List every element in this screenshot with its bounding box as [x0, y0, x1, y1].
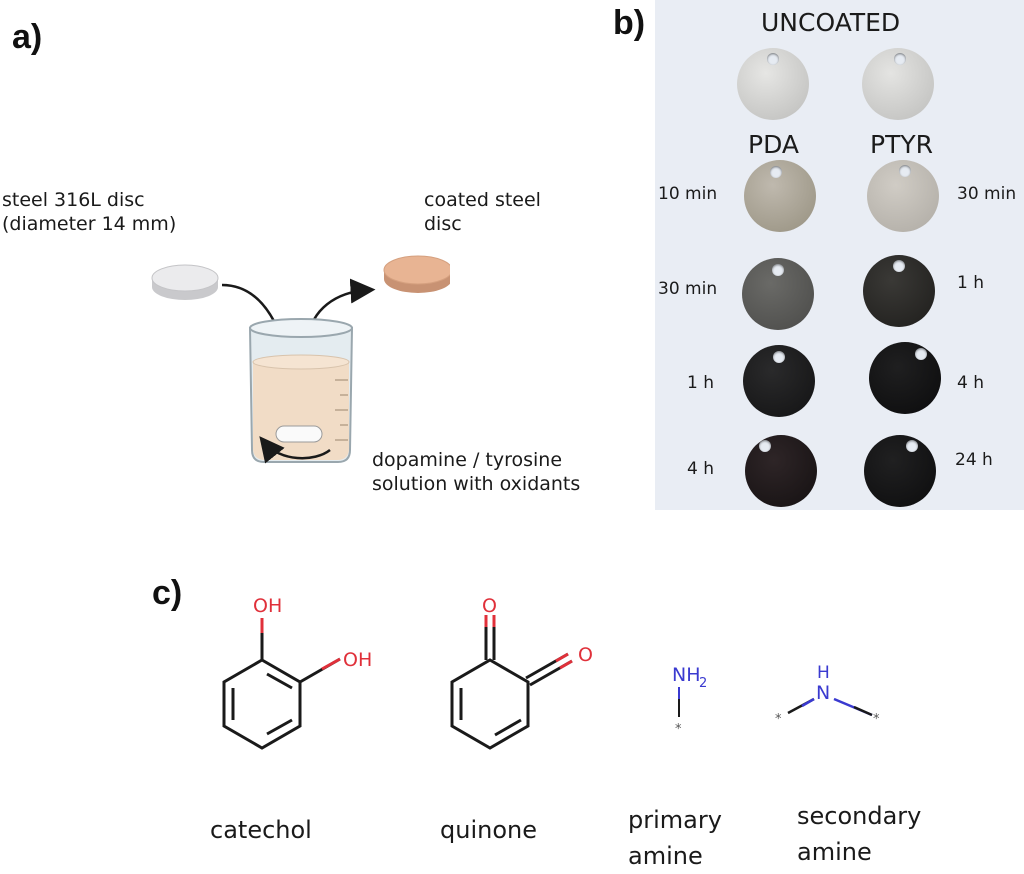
- primary-amine-nh: NH: [672, 664, 701, 686]
- ptyr-disc-30min: [867, 160, 939, 232]
- steel-disc-label-line2: (diameter 14 mm): [2, 213, 177, 235]
- ptyr-time-label: 4 h: [957, 373, 984, 393]
- steel-disc-label-line1: steel 316L disc: [2, 189, 145, 211]
- pda-disc-1h: [743, 345, 815, 417]
- stir-bar-icon: [275, 425, 323, 443]
- secondary-amine-star-right: *: [873, 712, 880, 727]
- pda-time-label: 4 h: [687, 459, 714, 479]
- uncoated-header: UNCOATED: [761, 8, 901, 37]
- quinone-o-top: O: [482, 595, 497, 617]
- catechol-structure: OH OH: [222, 595, 372, 750]
- secondary-amine-name: secondary amine: [797, 798, 921, 870]
- primary-amine-subscript: 2: [699, 676, 707, 691]
- solution-label: dopamine / tyrosine solution with oxidan…: [372, 448, 580, 496]
- pda-time-label: 30 min: [658, 279, 718, 299]
- ptyr-time-label: 1 h: [957, 273, 984, 293]
- pda-column-label: PDA: [748, 130, 799, 159]
- primary-amine-star: *: [675, 722, 682, 737]
- coated-disc-label: coated steel disc: [424, 188, 541, 236]
- coated-disc-label-line2: disc: [424, 213, 462, 235]
- steel-disc-icon: [151, 264, 219, 300]
- secondary-amine-name-line1: secondary: [797, 802, 922, 830]
- pda-time-label: 1 h: [687, 373, 714, 393]
- coated-disc-label-line1: coated steel: [424, 189, 541, 211]
- primary-amine-name: primary amine: [628, 802, 722, 874]
- panel-c-letter: c): [152, 574, 183, 612]
- disc-photo: UNCOATED PDA PTYR 10 min 30 min 1 h 4 h …: [655, 0, 1024, 510]
- pda-disc-30min: [742, 258, 814, 330]
- primary-amine-name-line2: amine: [628, 842, 703, 870]
- ptyr-disc-1h: [863, 255, 935, 327]
- panel-a-letter: a): [12, 18, 43, 56]
- uncoated-disc-right: [862, 48, 934, 120]
- ptyr-column-label: PTYR: [870, 130, 933, 159]
- steel-disc-label: steel 316L disc (diameter 14 mm): [2, 188, 176, 236]
- coated-disc-icon: [383, 255, 450, 293]
- secondary-amine-name-line2: amine: [797, 838, 872, 866]
- secondary-amine-n: N: [816, 682, 830, 704]
- quinone-o-right: O: [578, 644, 593, 666]
- panel-b-letter: b): [613, 4, 646, 42]
- ptyr-time-label: 24 h: [955, 450, 993, 470]
- ptyr-time-label: 30 min: [957, 184, 1017, 204]
- stirring-arrow: [259, 436, 331, 464]
- pda-time-label: 10 min: [658, 184, 718, 204]
- uncoated-disc-left: [737, 48, 809, 120]
- pda-disc-10min: [744, 160, 816, 232]
- catechol-oh-right: OH: [343, 649, 372, 671]
- primary-amine-name-line1: primary: [628, 806, 722, 834]
- catechol-name: catechol: [210, 816, 312, 844]
- solution-label-line2: solution with oxidants: [372, 473, 581, 495]
- secondary-amine-star-left: *: [775, 712, 782, 727]
- ptyr-disc-24h: [864, 435, 936, 507]
- quinone-structure: O O: [450, 595, 593, 750]
- primary-amine-structure: NH 2 *: [672, 664, 707, 737]
- pda-disc-4h: [745, 435, 817, 507]
- secondary-amine-structure: H N * *: [775, 663, 880, 727]
- solution-label-line1: dopamine / tyrosine: [372, 449, 563, 471]
- ptyr-disc-4h: [869, 342, 941, 414]
- catechol-oh-top: OH: [253, 595, 282, 617]
- chemical-structures: OH OH O O NH 2 * H N * *: [222, 595, 880, 750]
- process-illustration: [151, 255, 450, 464]
- quinone-name: quinone: [440, 816, 537, 844]
- secondary-amine-h: H: [817, 663, 830, 683]
